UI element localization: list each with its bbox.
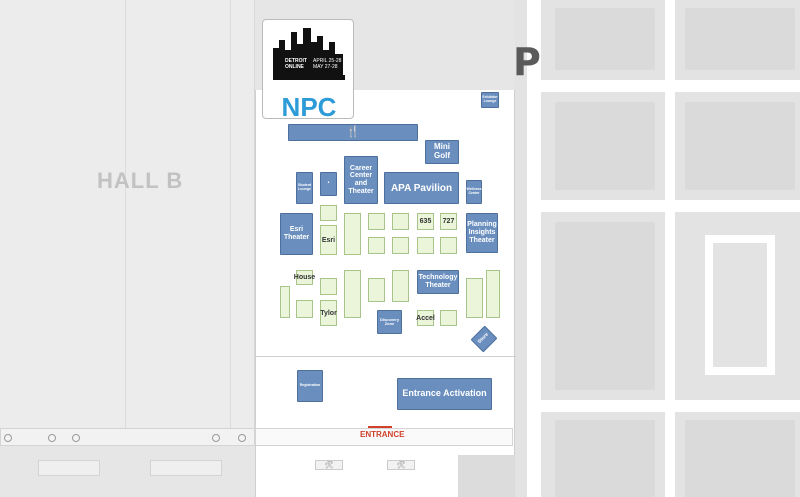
city-block <box>555 420 655 497</box>
booth-exhibitor[interactable] <box>296 300 313 318</box>
booth-exhibitor[interactable] <box>280 286 290 318</box>
booth-accel[interactable]: Accel <box>416 310 435 326</box>
hall-divider <box>230 0 231 430</box>
lower-room <box>458 455 515 497</box>
logo-city: DETROIT <box>285 58 307 64</box>
booth-registration[interactable]: Registration <box>297 370 323 402</box>
booth-icon: • <box>327 180 330 187</box>
skyline-icon: NPC <box>273 28 345 119</box>
booth-exhibitor[interactable] <box>440 310 457 326</box>
road <box>705 235 775 375</box>
booth-discovery-zone[interactable]: Discovery Zone <box>377 310 402 334</box>
marker-icon <box>212 434 220 442</box>
city-block <box>685 420 795 497</box>
city-block <box>685 8 795 70</box>
booth-exhibitor[interactable] <box>392 237 409 254</box>
booth-mini-golf[interactable]: Mini Golf <box>425 140 459 164</box>
road <box>527 0 541 497</box>
divider <box>256 356 516 357</box>
bottom-strip <box>255 428 513 446</box>
svg-text:NPC: NPC <box>282 92 337 119</box>
booth-wellness[interactable]: Wellness Center <box>466 180 482 204</box>
marker-icon <box>4 434 12 442</box>
lower-room <box>38 460 100 476</box>
booth-exhibitor[interactable] <box>440 237 457 254</box>
city-block <box>555 8 655 70</box>
booth-exhibitor-lounge[interactable]: Exhibitor Lounge <box>481 92 499 108</box>
booth-exhibitor[interactable] <box>368 278 385 302</box>
city-block <box>555 102 655 190</box>
booth-exhibitor[interactable] <box>392 213 409 230</box>
hall-b-label: HALL B <box>97 168 184 193</box>
booth-apa-pavilion[interactable]: APA Pavilion <box>384 172 459 204</box>
bottom-strip <box>0 428 255 446</box>
marker-icon <box>238 434 246 442</box>
booth-esri[interactable]: Esri <box>320 225 337 255</box>
booth-career-center[interactable]: Career Center and Theater <box>344 156 378 204</box>
logo-mode: ONLINE <box>285 64 304 70</box>
npc26-logo: NPC DETROIT ONLINE APRIL 25-28 MAY 27-28 <box>262 19 354 119</box>
booth-exhibitor[interactable] <box>320 278 337 295</box>
booth-student-lounge[interactable]: Student Lounge <box>296 172 313 204</box>
booth-entrance-activation[interactable]: Entrance Activation <box>397 378 492 410</box>
hall-divider <box>125 0 126 430</box>
booth-exhibitor[interactable] <box>486 270 500 318</box>
food-area[interactable]: 🍴 <box>288 124 418 141</box>
booth-technology-theater[interactable]: Technology Theater <box>417 270 459 294</box>
entrance-label: ENTRANCE <box>360 430 405 439</box>
logo-dates-2: MAY 27-28 <box>313 64 338 70</box>
booth-exhibitor[interactable] <box>344 213 361 255</box>
lower-room <box>150 460 222 476</box>
marker-icon <box>72 434 80 442</box>
booth-houseal[interactable]: House <box>294 270 315 285</box>
city-block <box>555 222 655 390</box>
city-block <box>685 102 795 190</box>
booth-exhibitor[interactable] <box>368 237 385 254</box>
restroom-icon: 🛠 <box>387 460 415 470</box>
booth-exhibitor[interactable] <box>344 270 361 318</box>
booth-635[interactable]: 635 <box>417 213 434 230</box>
fork-knife-icon: 🍴 <box>346 126 360 139</box>
booth-tylor[interactable]: Tylor <box>320 300 337 326</box>
restroom-icon: 🛠 <box>315 460 343 470</box>
logo-dates-1: APRIL 25-28 <box>313 58 342 64</box>
entrance-arrow-icon <box>368 426 392 430</box>
booth-exhibitor[interactable] <box>392 270 409 302</box>
booth-exhibitor[interactable] <box>417 237 434 254</box>
booth-esri-theater[interactable]: Esri Theater <box>280 213 313 255</box>
booth-planning-insights[interactable]: Planning Insights Theater <box>466 213 498 253</box>
booth-727[interactable]: 727 <box>440 213 457 230</box>
marker-icon <box>48 434 56 442</box>
booth-small[interactable]: • <box>320 172 337 196</box>
booth-exhibitor[interactable] <box>368 213 385 230</box>
parking-icon: P <box>513 40 541 84</box>
city-blocks <box>515 0 800 497</box>
booth-exhibitor[interactable] <box>466 278 483 318</box>
booth-exhibitor[interactable] <box>320 205 337 221</box>
hall-b-area: HALL B <box>0 0 255 430</box>
road <box>665 0 675 497</box>
